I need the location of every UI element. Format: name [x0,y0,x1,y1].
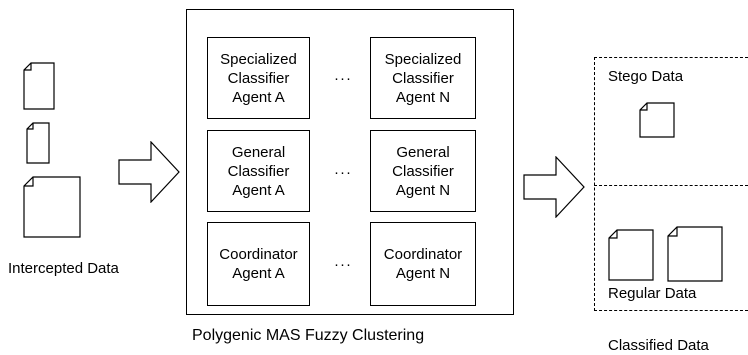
document-icon [23,176,81,238]
regular-data-label: Regular Data [608,285,697,302]
agent-line: Specialized [384,50,462,68]
classified-data-title: Classified Data [608,337,709,354]
document-icon [23,62,55,110]
agent-line: Classifier [392,69,454,87]
general-classifier-agent-a: General Classifier Agent A [207,130,310,212]
ellipsis: ··· [334,256,352,273]
agent-line: Agent A [232,265,285,282]
block-right-arrow-icon [523,156,585,218]
ellipsis: ··· [334,70,352,87]
coordinator-agent-n: Coordinator Agent N [370,222,476,306]
mas-container [186,9,514,315]
agent-line: General [231,143,286,161]
agent-line: Agent A [232,181,285,199]
classified-divider [594,185,748,186]
document-icon [667,226,723,282]
stego-data-label: Stego Data [608,68,684,85]
agent-line: Agent A [232,88,285,106]
agent-line: Coordinator [383,246,463,263]
general-classifier-agent-n: General Classifier Agent N [370,130,476,212]
agent-line: Agent N [395,265,451,282]
document-icon [26,122,50,164]
agent-line: Classifier [227,69,290,87]
document-icon [608,229,654,281]
agent-line: Classifier [392,162,454,180]
document-icon [639,102,675,138]
agent-line: Coordinator [219,246,298,263]
mas-title: Polygenic MAS Fuzzy Clustering [192,327,425,344]
agent-line: General [396,143,450,161]
specialized-classifier-agent-n: Specialized Classifier Agent N [370,37,476,119]
block-right-arrow-icon [118,141,180,203]
intercepted-data-label: Intercepted Data [8,260,119,277]
agent-line: Classifier [227,162,290,180]
classified-data-container [594,57,748,311]
agent-line: Specialized [220,50,297,68]
specialized-classifier-agent-a: Specialized Classifier Agent A [207,37,310,119]
coordinator-agent-a: Coordinator Agent A [207,222,310,306]
agent-line: Agent N [395,88,451,106]
agent-line: Agent N [395,181,451,199]
ellipsis: ··· [334,164,352,181]
